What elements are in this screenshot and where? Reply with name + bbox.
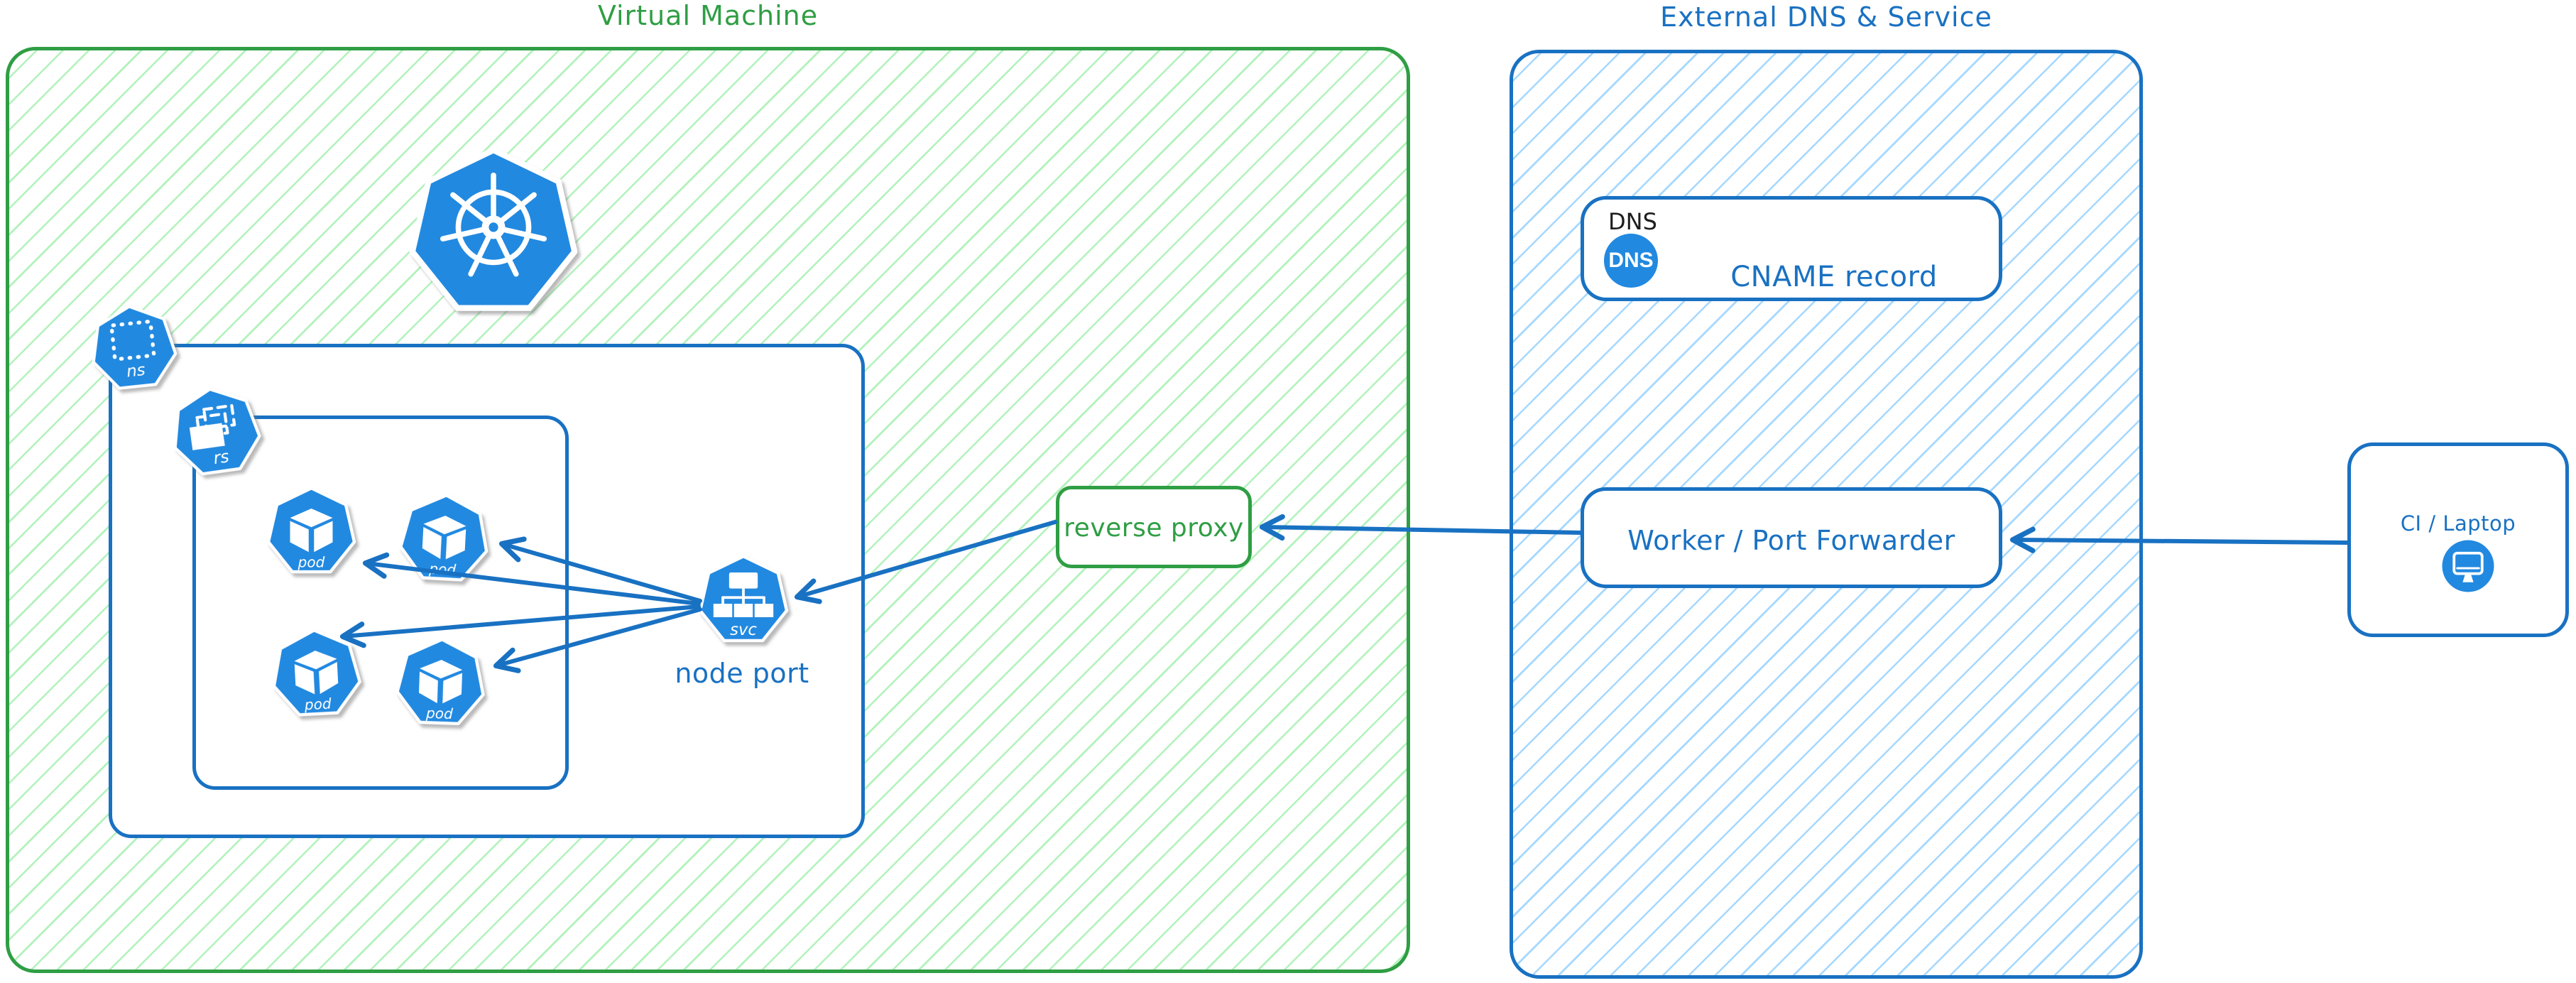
node-port-label: node port	[675, 658, 809, 689]
worker-box[interactable]: Worker / Port Forwarder	[1581, 487, 2002, 588]
worker-label: Worker / Port Forwarder	[1627, 525, 1955, 556]
reverse-proxy-label: reverse proxy	[1064, 514, 1244, 543]
vm-region-title: Virtual Machine	[597, 0, 819, 31]
replicaset-icon[interactable]: rs	[166, 382, 266, 482]
ci-laptop-label: CI / Laptop	[2400, 511, 2516, 536]
ci-laptop-box[interactable]: CI / Laptop	[2347, 442, 2569, 637]
svg-text:rs: rs	[212, 447, 231, 469]
svg-text:ns: ns	[126, 361, 146, 381]
pod-icon[interactable]: pod	[395, 637, 486, 729]
cname-record-label: CNAME record	[1730, 261, 1938, 293]
svg-text:pod: pod	[428, 560, 457, 578]
namespace-icon[interactable]: ns	[87, 301, 180, 395]
pod-icon[interactable]: pod	[398, 492, 491, 585]
svg-text:svc: svc	[730, 621, 757, 639]
dns-badge: DNS	[1604, 234, 1658, 288]
dns-cname-box[interactable]: DNS DNS CNAME record	[1581, 196, 2002, 301]
reverse-proxy-box[interactable]: reverse proxy	[1056, 486, 1252, 568]
svg-text:pod: pod	[303, 695, 332, 713]
pod-icon[interactable]: pod	[270, 627, 363, 720]
service-icon[interactable]: svc	[698, 555, 789, 645]
svg-text:pod: pod	[298, 554, 325, 571]
pod-icon[interactable]: pod	[266, 487, 356, 576]
kubernetes-logo-icon[interactable]	[409, 147, 578, 316]
dns-badge-label: DNS	[1608, 249, 1654, 272]
monitor-icon	[2442, 540, 2494, 592]
external-region-title: External DNS & Service	[1660, 1, 1992, 33]
svg-text:pod: pod	[425, 705, 454, 722]
dns-header-label: DNS	[1608, 208, 1657, 235]
